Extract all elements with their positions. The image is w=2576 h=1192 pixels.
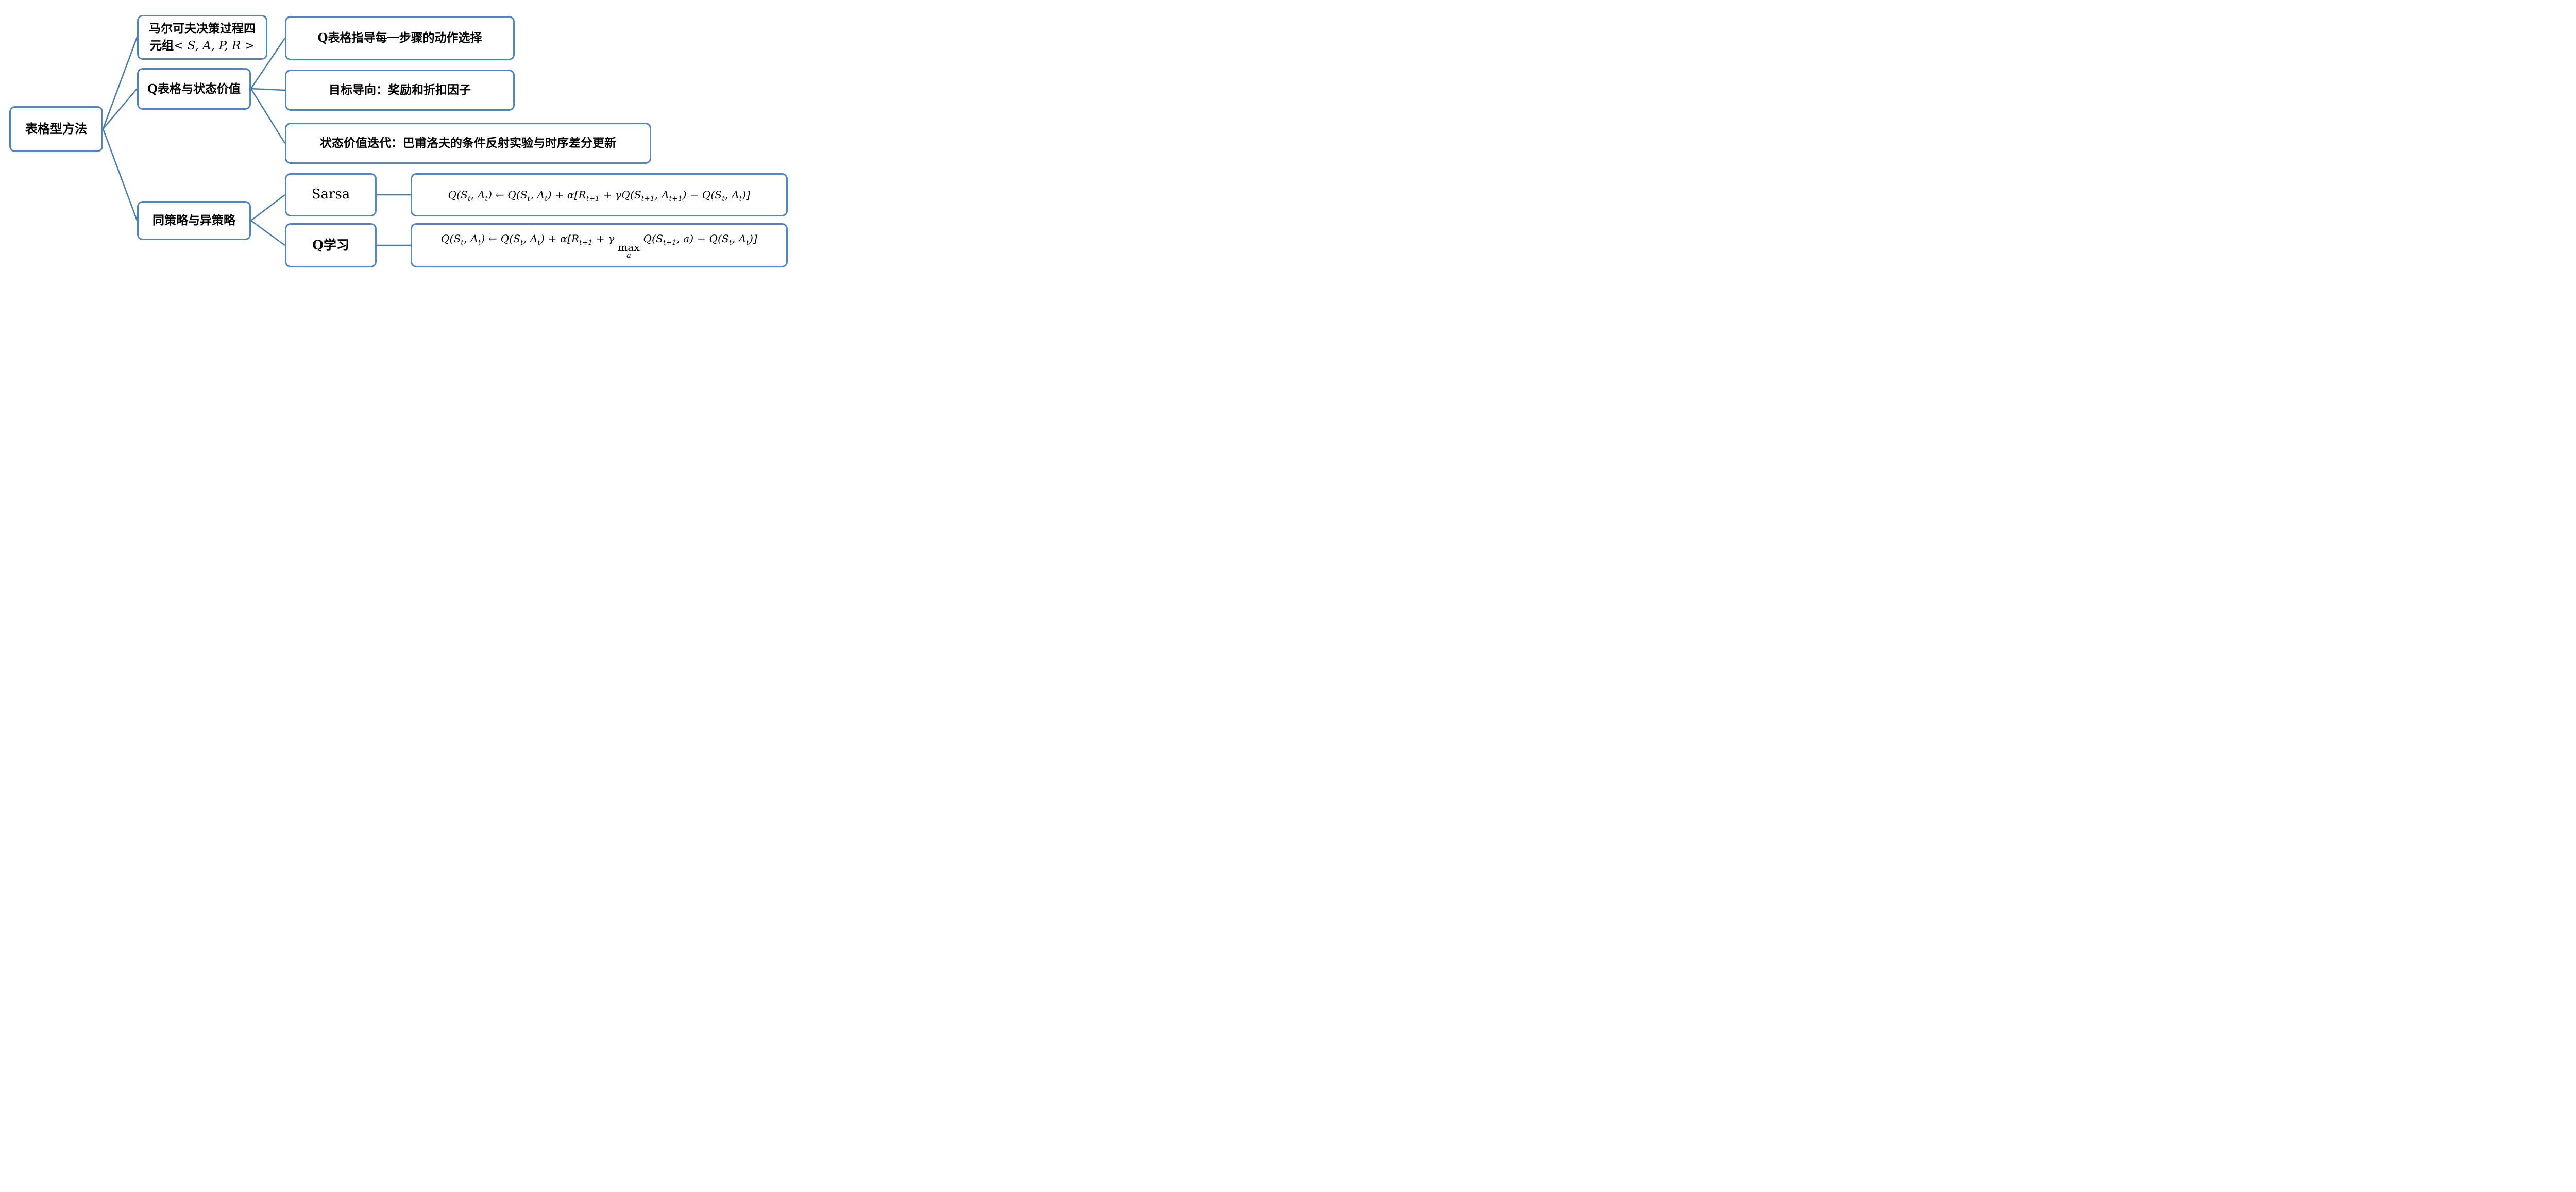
- node-mdp-line1: 马尔可夫决策过程四: [149, 21, 256, 36]
- formula-sarsa-update: Q(St, At) ← Q(St, At) + α[Rt+1 + γQ(St+1…: [411, 173, 788, 216]
- edge-qtable-guide: [250, 38, 286, 89]
- node-qtable-state-value: Q表格与状态价值: [137, 68, 251, 110]
- node-goal-oriented: 目标导向：奖励和折扣因子: [285, 70, 515, 111]
- node-qlearning: Q学习: [285, 223, 377, 267]
- node-qtable-state-value-label: Q表格与状态价值: [147, 81, 241, 96]
- node-qtable-action-selection: Q表格指导每一步骤的动作选择: [285, 16, 515, 60]
- node-state-value-iteration-label: 状态价值迭代：巴甫洛夫的条件反射实验与时序差分更新: [320, 136, 616, 150]
- node-mdp-tuple: 马尔可夫决策过程四 元组< S, A, P, R >: [137, 15, 267, 60]
- node-sarsa: Sarsa: [285, 173, 377, 216]
- edge-policy-qlearning: [250, 220, 285, 246]
- node-on-off-policy-label: 同策略与异策略: [152, 213, 235, 228]
- node-tabular-methods: 表格型方法: [9, 106, 103, 152]
- edge-qtable-goal: [250, 88, 285, 91]
- node-sarsa-label: Sarsa: [311, 187, 350, 203]
- connector-lines: [102, 37, 411, 246]
- edge-policy-sarsa: [250, 194, 285, 222]
- edge-root-qtable: [103, 88, 138, 129]
- node-state-value-iteration: 状态价值迭代：巴甫洛夫的条件反射实验与时序差分更新: [285, 123, 651, 164]
- node-qlearning-label: Q学习: [312, 237, 349, 253]
- node-on-off-policy: 同策略与异策略: [137, 201, 251, 240]
- node-mdp-line2-prefix: 元组: [150, 39, 174, 53]
- node-goal-oriented-label: 目标导向：奖励和折扣因子: [329, 83, 471, 97]
- edge-root-policy: [102, 128, 138, 221]
- mindmap-canvas: 表格型方法 马尔可夫决策过程四 元组< S, A, P, R > Q表格与状态价…: [0, 0, 805, 298]
- edge-qtable-valueiter: [250, 88, 286, 144]
- node-tabular-methods-label: 表格型方法: [25, 121, 87, 137]
- edge-root-mdp: [102, 37, 138, 129]
- formula-sarsa-update-text: Q(St, At) ← Q(St, At) + α[Rt+1 + γQ(St+1…: [448, 188, 751, 203]
- node-qtable-action-selection-label: Q表格指导每一步骤的动作选择: [317, 31, 482, 45]
- node-mdp-tuple-math: < S, A, P, R >: [174, 39, 255, 53]
